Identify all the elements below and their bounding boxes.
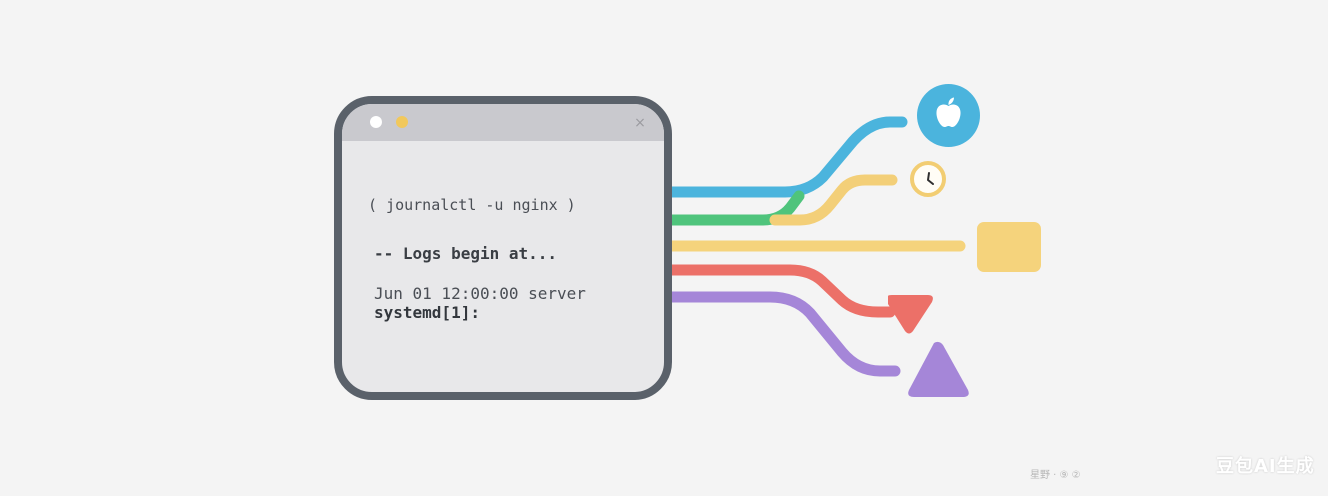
watermark-small: 星野 · ⑨ ② [1030, 470, 1081, 481]
terminal-systemd-line: systemd[1]: [374, 303, 480, 322]
window-dot-white[interactable] [370, 116, 382, 128]
red-connector-line [662, 264, 896, 318]
close-icon[interactable]: × [634, 115, 646, 131]
terminal-logs-line: -- Logs begin at... [374, 244, 558, 263]
blue-connector-line [662, 116, 908, 198]
watermark-brand: 豆包AI生成 [1216, 456, 1315, 477]
clock-icon [927, 172, 934, 185]
funnel-icon [888, 295, 933, 334]
terminal-command: ( journalctl -u nginx ) [368, 196, 576, 214]
window-dot-yellow[interactable] [396, 116, 408, 128]
terminal-date-line: Jun 01 12:00:00 server [374, 284, 586, 303]
terminal-titlebar: × [342, 104, 664, 141]
terminal-window: × ( journalctl -u nginx ) -- Logs begin … [334, 96, 672, 400]
clock-badge [910, 161, 946, 197]
square-icon [977, 222, 1041, 272]
purple-connector-line [662, 291, 901, 377]
apple-icon [936, 97, 961, 127]
apple-badge [917, 84, 980, 147]
yellow-connector-line [769, 174, 898, 226]
triangle-icon [908, 341, 969, 397]
